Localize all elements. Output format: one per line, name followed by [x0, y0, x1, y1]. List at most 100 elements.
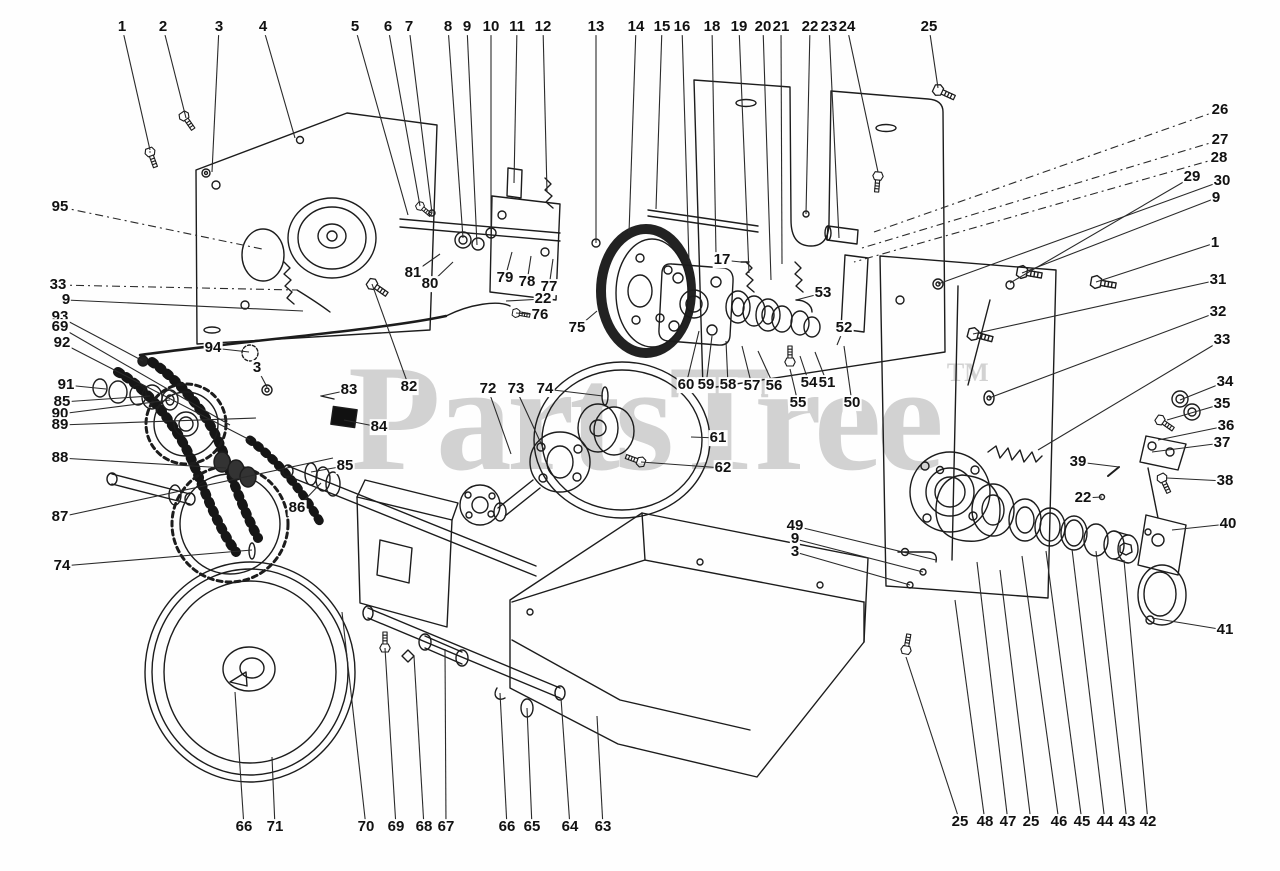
leader-line-19: [738, 26, 750, 274]
leader-line-22: [505, 298, 544, 302]
leader-line-90: [59, 399, 171, 415]
left-bushings-and-shaft: [92, 378, 256, 560]
leader-line-78: [526, 255, 532, 283]
chain-idler-assembly: [1098, 390, 1201, 626]
bottom-pan: [509, 512, 915, 778]
middle-axle: [282, 395, 537, 577]
leader-line-44: [1071, 548, 1106, 823]
leader-line-69: [59, 326, 231, 426]
leader-line-68: [413, 655, 425, 828]
leader-line-26: [873, 109, 1221, 233]
leader-line-5: [354, 26, 409, 216]
leader-line-3: [794, 551, 911, 586]
leader-line-9: [1021, 197, 1217, 274]
leader-line-87: [59, 457, 334, 518]
hub-flange-and-bearings: [658, 210, 869, 367]
leader-line-11: [513, 26, 518, 184]
leader-line-21: [780, 26, 783, 265]
leader-line-45: [1045, 550, 1083, 823]
leader-line-82: [371, 283, 410, 388]
leader-line-4: [262, 26, 296, 139]
leader-line-16: [681, 26, 690, 263]
leader-line-20: [762, 26, 772, 281]
leader-line-2: [162, 26, 187, 119]
leader-line-60: [685, 330, 700, 386]
leader-line-24: [846, 26, 879, 173]
leader-line-73: [515, 388, 545, 451]
leader-line-53: [795, 292, 824, 301]
leader-line-74: [61, 549, 253, 567]
leader-line-85: [61, 395, 151, 403]
leader-line-23: [828, 26, 840, 239]
leader-line-14: [628, 26, 637, 234]
leader-line-22: [805, 26, 811, 215]
leader-line-32: [988, 311, 1219, 399]
leader-line-57: [741, 345, 753, 387]
leader-lines: [57, 26, 1229, 828]
leader-line-3: [256, 367, 268, 388]
leader-line-48: [954, 599, 986, 823]
leader-line-89: [59, 417, 257, 426]
leader-line-42: [1123, 559, 1149, 823]
leader-line-8: [447, 26, 464, 239]
leader-line-33: [1037, 339, 1223, 451]
leader-line-30: [937, 180, 1223, 285]
sprockets: [144, 344, 290, 584]
leader-line-3: [211, 26, 220, 173]
leader-line-58: [725, 340, 729, 386]
leader-line-61: [690, 436, 719, 439]
leader-line-95: [59, 206, 263, 250]
leader-line-81: [412, 253, 441, 274]
leader-line-9: [466, 26, 478, 246]
leader-line-1: [121, 26, 151, 151]
left-frame-plate: [143, 109, 438, 345]
leader-line-18: [711, 26, 717, 255]
leader-line-35: [1166, 403, 1223, 421]
right-frame-plate: [879, 255, 1118, 599]
leader-line-72: [487, 388, 512, 455]
leader-line-12: [542, 26, 548, 193]
watermark-trademark: TM: [946, 358, 989, 387]
leader-line-83: [320, 389, 350, 397]
leader-line-51: [814, 351, 828, 384]
leader-line-92: [61, 342, 251, 441]
leader-line-31: [972, 279, 1219, 335]
engine-pulley: [241, 197, 391, 313]
axle-bearing-stack: [897, 445, 1139, 589]
traction-wheel: [144, 561, 356, 783]
shift-rod: [137, 302, 532, 367]
leader-line-27: [861, 139, 1221, 249]
lower-axle: [362, 605, 566, 718]
leader-line-74: [544, 388, 604, 397]
leader-line-50: [843, 345, 853, 404]
leader-line-28: [853, 157, 1220, 263]
axle-hub: [459, 484, 501, 526]
leader-line-36: [1157, 425, 1227, 441]
leader-line-65: [526, 707, 533, 828]
leader-line-80: [429, 261, 454, 285]
leader-line-17: [721, 259, 742, 263]
leader-line-67: [444, 648, 447, 828]
leader-line-75: [576, 310, 598, 329]
leader-line-40: [1171, 523, 1229, 531]
leader-line-7: [408, 26, 433, 214]
leader-line-77: [548, 258, 554, 288]
leader-line-9: [65, 299, 304, 312]
leader-line-43: [1095, 550, 1128, 823]
leader-line-15: [655, 26, 663, 210]
leader-line-88: [59, 457, 227, 469]
leader-line-33: [57, 284, 298, 291]
leader-line-1: [1095, 242, 1216, 283]
leader-line-64: [560, 697, 571, 828]
leader-line-38: [1166, 477, 1226, 482]
leader-line-71: [271, 756, 276, 828]
leader-line-47: [976, 561, 1009, 823]
leader-line-25: [905, 656, 961, 823]
leader-line-93: [59, 316, 144, 362]
center-frame-bracket: [356, 479, 459, 663]
leader-line-41: [1151, 617, 1226, 631]
leader-line-62: [640, 461, 724, 469]
leader-line-25: [928, 26, 939, 89]
